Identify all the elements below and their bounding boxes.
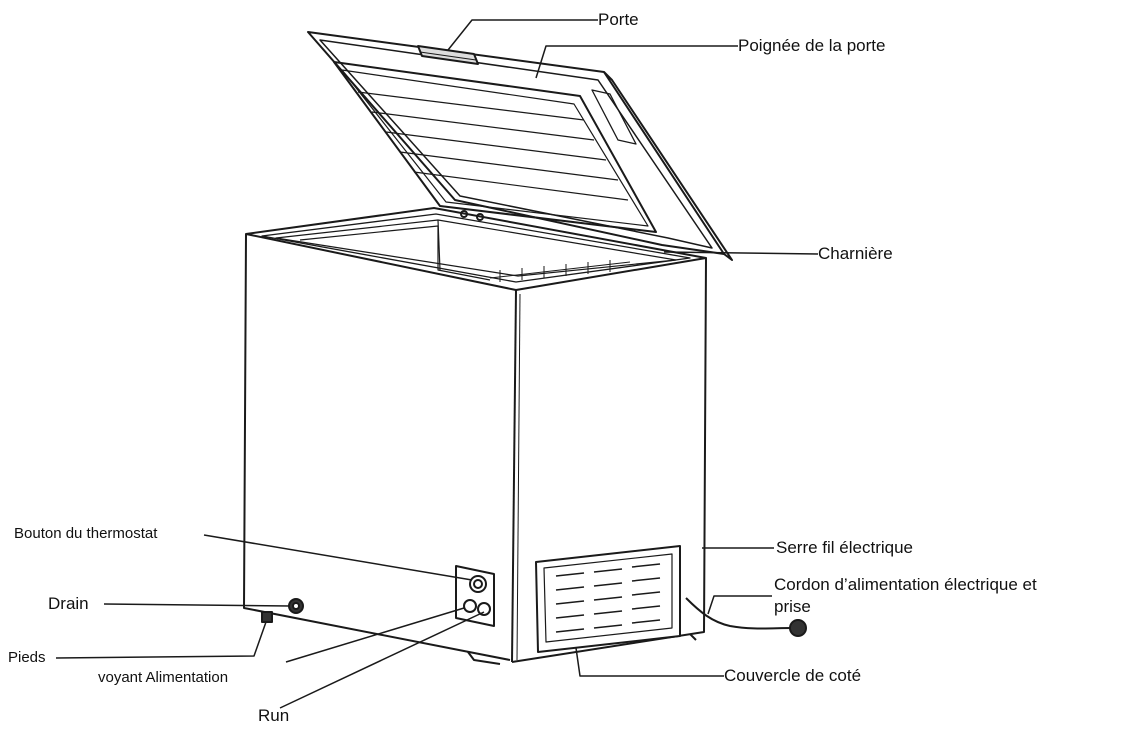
leader-drain xyxy=(103,603,291,607)
leader-door xyxy=(447,19,598,51)
label-door-handle: Poignée de la porte xyxy=(738,36,886,55)
label-feet: Pieds xyxy=(8,649,46,666)
door-handle xyxy=(417,45,479,65)
label-power-cord-clamp: Serre fil électrique xyxy=(776,538,914,557)
freezer-lid xyxy=(307,31,733,261)
thermostat-knob-icon xyxy=(469,575,487,593)
leader-thermostat xyxy=(203,534,473,581)
power-light-icon xyxy=(463,599,477,613)
drain-plug xyxy=(288,598,304,614)
leader-hinge xyxy=(663,251,819,255)
leader-door-handle xyxy=(535,45,738,79)
label-thermostat-knob: Bouton du thermostat xyxy=(14,525,158,542)
control-panel xyxy=(455,565,495,627)
label-hinge: Charnière xyxy=(818,244,893,263)
leader-power-light xyxy=(285,607,465,663)
label-side-cover: Couvercle de coté xyxy=(724,666,862,685)
label-run-light: Run xyxy=(258,706,290,725)
leader-side-cover xyxy=(575,647,724,677)
side-cover-grille xyxy=(535,545,681,653)
label-power-cord-line2: prise xyxy=(774,597,811,616)
label-power-cord-line1: Cordon d’alimentation électrique et xyxy=(774,575,1037,594)
label-power-light: voyant Alimentation xyxy=(98,669,229,686)
leader-power-cord xyxy=(707,595,772,615)
label-door: Porte xyxy=(598,10,639,29)
plug-icon xyxy=(789,619,807,637)
run-light-icon xyxy=(477,602,491,616)
foot xyxy=(261,611,273,623)
leader-feet xyxy=(55,621,267,659)
leader-lines xyxy=(55,19,819,709)
label-drain: Drain xyxy=(48,594,89,613)
leader-run xyxy=(279,611,485,709)
power-cord xyxy=(685,597,807,637)
